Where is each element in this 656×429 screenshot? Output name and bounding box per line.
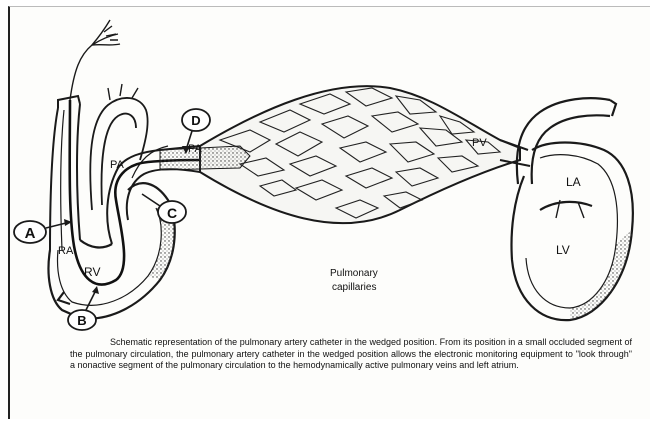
superior-vena-cava [50, 96, 80, 250]
label-b: B [77, 313, 86, 328]
catheter-wires [70, 20, 120, 100]
callout-a [14, 219, 72, 243]
label-c: C [167, 205, 177, 221]
figure-caption: Schematic representation of the pulmonar… [70, 337, 632, 372]
label-la: LA [566, 175, 581, 189]
callout-c [142, 194, 186, 223]
label-pv: PV [472, 137, 487, 149]
label-lv: LV [556, 243, 570, 257]
aorta-right [517, 98, 616, 184]
label-d: D [191, 113, 200, 128]
catheter-line [70, 100, 200, 285]
left-heart [512, 143, 633, 321]
label-pulmonary: Pulmonary [330, 268, 378, 279]
label-pa-left: PA [110, 159, 125, 171]
lv-wall-shading [570, 230, 632, 320]
label-capillaries: capillaries [332, 282, 376, 293]
label-a: A [25, 225, 36, 242]
wedged-segment [160, 146, 250, 170]
label-rv: RV [84, 265, 100, 279]
label-ra: RA [58, 245, 74, 257]
label-pa-right: PA [188, 143, 203, 155]
aortic-arch [90, 84, 147, 210]
